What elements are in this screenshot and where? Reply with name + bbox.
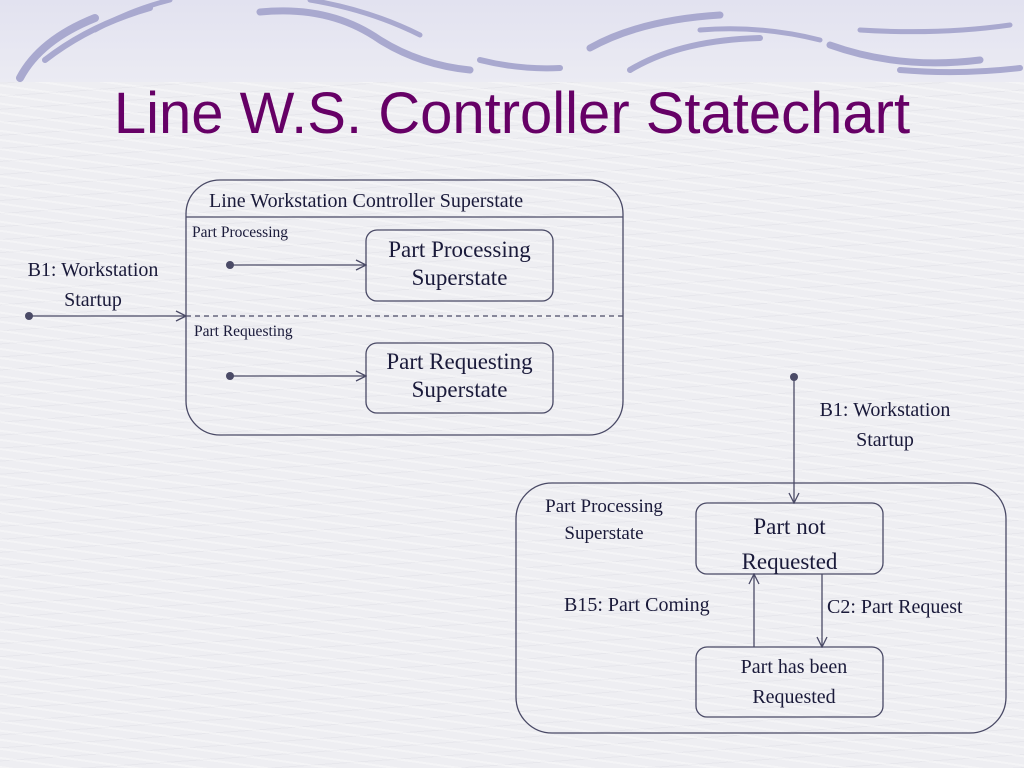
state-part-requesting-superstate: Part Requesting Superstate — [386, 349, 533, 402]
main-superstate-name: Line Workstation Controller Superstate — [209, 190, 524, 212]
initial-dot-requesting — [226, 372, 234, 380]
state-part-has-been-requested: Part has been Requested — [740, 656, 848, 708]
main-superstate-box — [185, 179, 624, 436]
event-label-startup-processing: B1: Workstation Startup — [819, 399, 951, 451]
processing-superstate-box — [515, 482, 1007, 734]
state-part-processing-superstate: Part Processing Superstate — [388, 237, 531, 290]
event-label-part-coming: B15: Part Coming — [564, 594, 710, 616]
region-label-processing: Part Processing — [192, 224, 289, 241]
region-label-requesting: Part Requesting — [194, 323, 293, 340]
initial-dot-processing — [226, 261, 234, 269]
state-part-not-requested: Part not Requested — [741, 514, 838, 574]
brush-stroke-decoration — [16, 0, 1023, 82]
processing-superstate-name: Part Processing Superstate — [545, 496, 663, 544]
event-label-startup-main: B1: Workstation Startup — [27, 259, 159, 311]
state-part-requested-box — [695, 646, 884, 718]
initial-dot-main — [25, 312, 33, 320]
initial-dot-processing-superstate — [790, 373, 798, 381]
slide-title: Line W.S. Controller Statechart — [113, 81, 911, 146]
decorative-banner — [0, 0, 1024, 82]
event-label-part-request: C2: Part Request — [827, 596, 963, 618]
